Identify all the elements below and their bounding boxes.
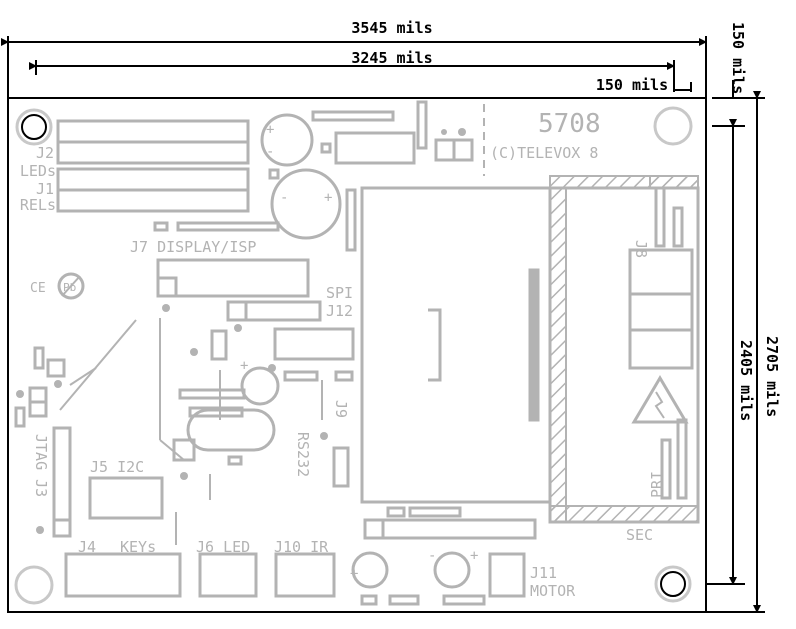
offset-width-label: 150 mils xyxy=(596,76,668,94)
dimension-offset-width: 150 mils xyxy=(596,76,692,94)
inner-height-label: 2405 mils xyxy=(737,340,755,421)
rs232-label: RS232 xyxy=(294,432,312,477)
bottom-header xyxy=(363,518,537,540)
j4-label: J4 xyxy=(78,538,96,556)
ce-mark: CE xyxy=(30,281,46,296)
overall-height-label: 2705 mils xyxy=(763,336,781,417)
dimension-inner-width: 3245 mils xyxy=(29,49,675,92)
j5-label: J5 I2C xyxy=(90,458,144,476)
capacitor-c4 xyxy=(433,551,471,589)
j5-header xyxy=(88,476,164,520)
j7-label: J7 DISPLAY/ISP xyxy=(130,238,256,256)
mounting-hole-top-right xyxy=(653,106,693,146)
j9-header xyxy=(332,446,350,488)
j4-connector xyxy=(64,552,182,598)
copyright-text: (C)TELEVOX 8 xyxy=(490,144,598,162)
j6-connector xyxy=(198,552,258,598)
crystal-top xyxy=(334,131,416,165)
transformer-body xyxy=(360,186,552,504)
capacitor-c1 xyxy=(260,113,314,167)
sec-label: SEC xyxy=(626,526,653,544)
j1-desc-label: RELs xyxy=(20,196,56,214)
capacitor-c2 xyxy=(270,168,342,240)
jtag-label: JTAG J3 xyxy=(32,434,50,497)
j12-label: J12 xyxy=(326,302,353,320)
oscillator xyxy=(186,408,276,452)
board-outline xyxy=(7,97,707,613)
j2-label: J2 xyxy=(36,144,54,162)
j8-label: J8 xyxy=(632,240,650,258)
overall-width-label: 3545 mils xyxy=(351,19,432,37)
j10-label: J10 IR xyxy=(274,538,329,556)
dimension-overall-height: 2705 mils xyxy=(706,91,781,613)
j10-connector xyxy=(274,552,336,598)
svg-text:+: + xyxy=(324,190,332,206)
dimension-inner-height: 2405 mils xyxy=(706,119,755,585)
pb-mark: Pb xyxy=(63,281,76,294)
inner-width-label: 3245 mils xyxy=(351,49,432,67)
svg-text:-: - xyxy=(428,548,436,564)
spi-label: SPI xyxy=(326,284,353,302)
mounting-hole-bottom-right xyxy=(654,565,692,603)
motor-label: MOTOR xyxy=(530,582,576,600)
svg-text:+: + xyxy=(240,358,248,374)
pb-free-icon xyxy=(57,272,85,300)
part-number: 5708 xyxy=(538,109,601,139)
j11-connector xyxy=(488,552,526,598)
jtag-header xyxy=(52,426,72,522)
svg-text:+: + xyxy=(350,566,358,582)
dimension-overall-width: 3545 mils xyxy=(1,19,707,98)
dimension-offset-height: 150 mils xyxy=(712,22,747,127)
svg-text:+: + xyxy=(470,548,478,564)
j7-header xyxy=(156,258,310,298)
mounting-hole-top-left xyxy=(15,108,53,146)
j1-label: J1 xyxy=(36,180,54,198)
mounting-hole-bottom-left xyxy=(14,565,54,605)
svg-text:+: + xyxy=(266,122,274,138)
svg-text:-: - xyxy=(280,190,288,206)
j8-connector xyxy=(628,248,694,370)
capacitor-c3 xyxy=(351,551,389,589)
keys-label: KEYs xyxy=(120,538,156,556)
j12-header xyxy=(226,300,322,322)
j9-label: J9 xyxy=(332,400,350,418)
j6-label: J6 LED xyxy=(196,538,250,556)
offset-height-label: 150 mils xyxy=(729,22,747,94)
j11-label: J11 xyxy=(530,564,557,582)
pri-label: PRI xyxy=(648,471,666,498)
warning-triangle-icon xyxy=(631,375,689,424)
crystal-mid xyxy=(273,327,355,361)
svg-text:-: - xyxy=(266,144,274,160)
j2-desc-label: LEDs xyxy=(20,162,56,180)
